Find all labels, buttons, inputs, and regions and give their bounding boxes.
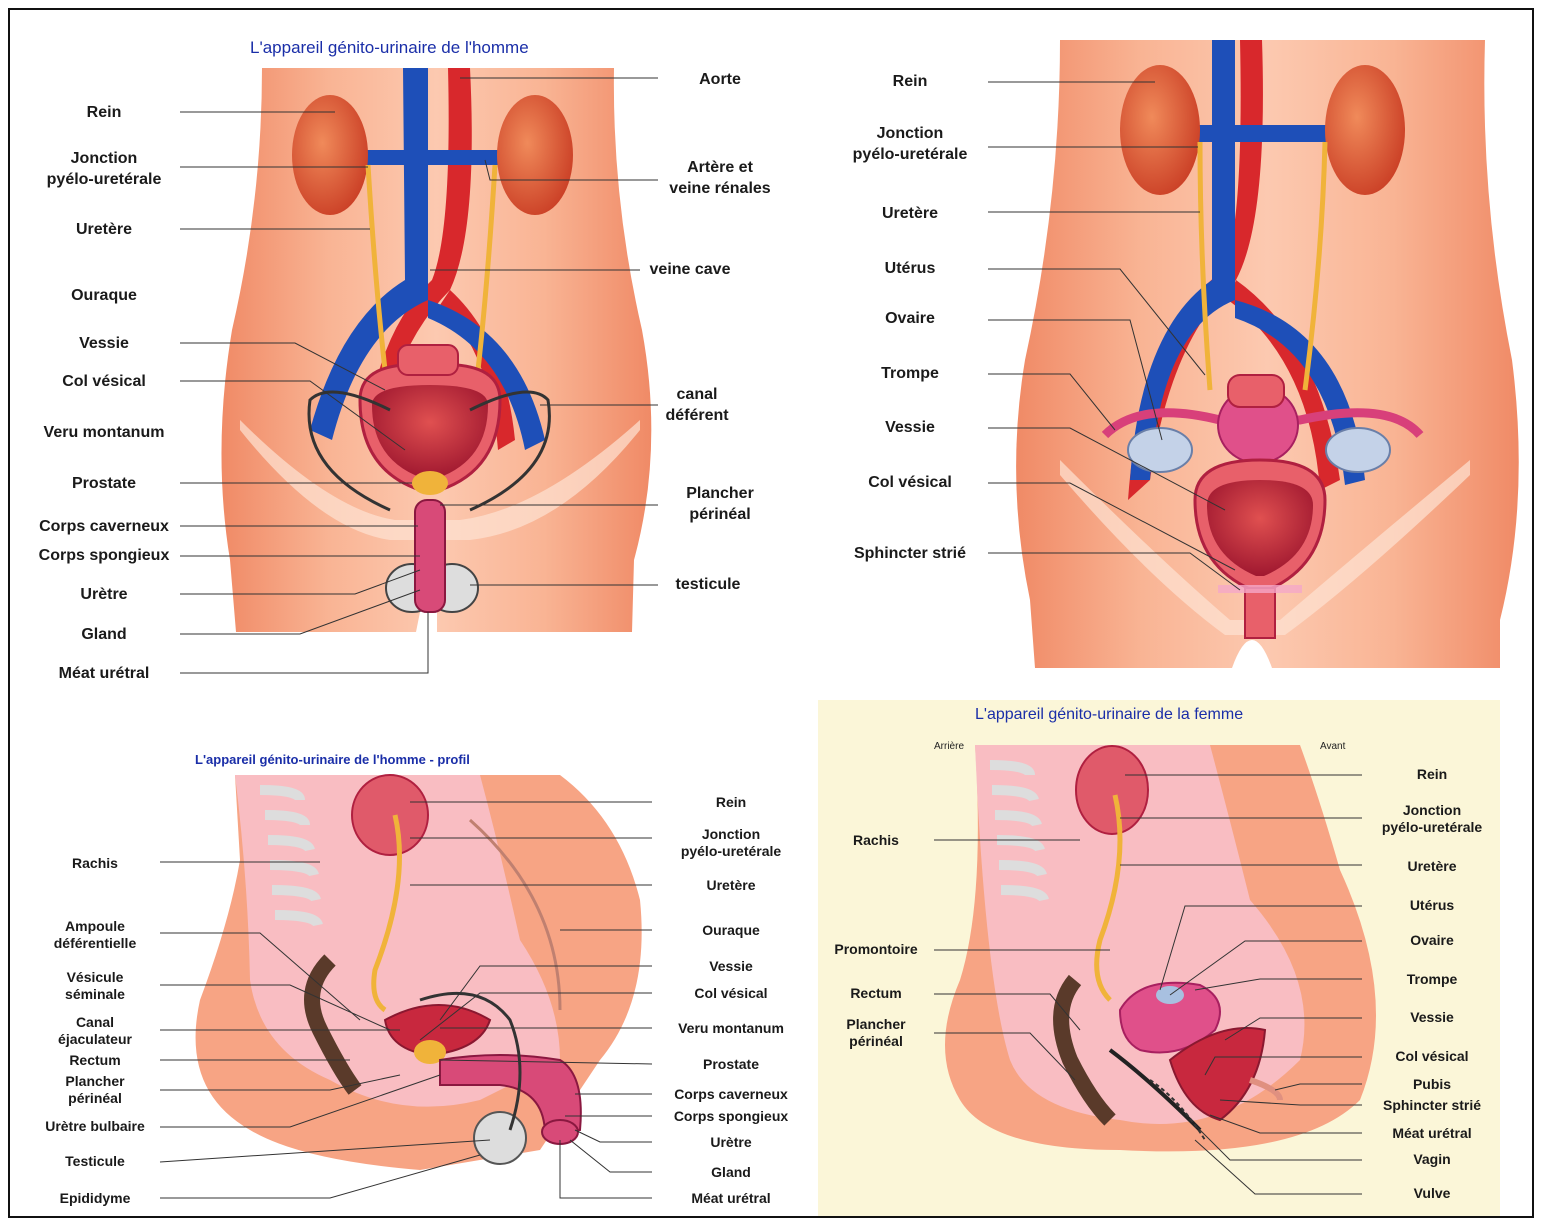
label-fp-uretere: Uretère [1407, 858, 1456, 875]
label-rein: Rein [87, 102, 122, 123]
label-uretere: Uretère [76, 219, 132, 240]
male-front-illustration [221, 68, 651, 632]
label-testicule: testicule [676, 574, 741, 595]
label-fp-rein: Rein [1417, 766, 1447, 783]
label-vessie: Vessie [79, 333, 129, 354]
label-p-veru-montanum: Veru montanum [678, 1020, 784, 1037]
label-fp-sphincter: Sphincter strié [1383, 1097, 1481, 1114]
label-p-gland: Gland [711, 1164, 751, 1181]
label-f-trompe: Trompe [881, 363, 939, 384]
label-f-jonction: Jonction pyélo-uretérale [853, 123, 968, 165]
label-fp-uterus: Utérus [1410, 897, 1454, 914]
label-p-plancher: Plancher périnéal [65, 1073, 124, 1107]
label-fp-vagin: Vagin [1413, 1151, 1450, 1168]
label-f-ovaire: Ovaire [885, 308, 935, 329]
label-meat-uretral: Méat urétral [59, 663, 150, 684]
label-fp-col-vesical: Col vésical [1395, 1048, 1468, 1065]
label-prostate: Prostate [72, 473, 136, 494]
label-p-rein: Rein [716, 794, 746, 811]
label-p-epididyme: Epididyme [60, 1190, 131, 1207]
label-fp-meat: Méat urétral [1392, 1125, 1471, 1142]
label-col-vesical: Col vésical [62, 371, 146, 392]
label-p-jonction: Jonction pyélo-uretérale [681, 826, 781, 860]
label-p-testicule: Testicule [65, 1153, 125, 1170]
label-p-corps-caverneux: Corps caverneux [674, 1086, 788, 1103]
label-f-vessie: Vessie [885, 417, 935, 438]
male-front-title: L'appareil génito-urinaire de l'homme [250, 38, 529, 58]
label-fp-rectum: Rectum [850, 985, 901, 1002]
label-veru-montanum: Veru montanum [44, 422, 165, 443]
label-fp-jonction: Jonction pyélo-uretérale [1382, 802, 1482, 836]
label-p-ampoule: Ampoule déférentielle [54, 918, 136, 952]
label-corps-spongieux: Corps spongieux [39, 545, 170, 566]
label-f-uretere: Uretère [882, 203, 938, 224]
avant-label: Avant [1320, 741, 1345, 752]
female-profile-illustration [945, 745, 1376, 1151]
label-veine-cave: veine cave [650, 259, 731, 280]
label-f-uterus: Utérus [885, 258, 936, 279]
label-plancher-perineal: Plancher périnéal [686, 483, 754, 525]
label-aorte: Aorte [699, 69, 741, 90]
label-p-vesicule: Vésicule séminale [65, 969, 125, 1003]
label-canal-deferent: canal déférent [665, 384, 728, 426]
label-fp-vulve: Vulve [1414, 1185, 1451, 1202]
label-fp-plancher: Plancher périnéal [846, 1016, 905, 1050]
label-f-col-vesical: Col vésical [868, 472, 952, 493]
label-f-sphincter: Sphincter strié [854, 543, 966, 564]
label-p-meat: Méat urétral [691, 1190, 770, 1207]
label-ouraque: Ouraque [71, 285, 137, 306]
label-p-corps-spongieux: Corps spongieux [674, 1108, 788, 1125]
label-fp-promontoire: Promontoire [834, 941, 917, 958]
label-p-col-vesical: Col vésical [694, 985, 767, 1002]
label-corps-caverneux: Corps caverneux [39, 516, 169, 537]
arriere-label: Arrière [934, 741, 964, 752]
label-p-rachis: Rachis [72, 855, 118, 872]
label-fp-ovaire: Ovaire [1410, 932, 1454, 949]
label-p-uretere: Uretère [706, 877, 755, 894]
label-fp-vessie: Vessie [1410, 1009, 1454, 1026]
label-p-uretre-bulbaire: Urètre bulbaire [45, 1118, 145, 1135]
label-p-vessie: Vessie [709, 958, 753, 975]
label-jonction: Jonction pyélo-uretérale [47, 148, 162, 190]
male-profile-title: L'appareil génito-urinaire de l'homme - … [195, 752, 470, 767]
label-artere-veine: Artère et veine rénales [669, 157, 770, 199]
label-gland: Gland [81, 624, 126, 645]
label-p-ouraque: Ouraque [702, 922, 760, 939]
label-f-rein: Rein [893, 71, 928, 92]
label-fp-rachis: Rachis [853, 832, 899, 849]
label-uretre: Urètre [80, 584, 127, 605]
label-fp-pubis: Pubis [1413, 1076, 1451, 1093]
male-profile-illustration [196, 775, 642, 1170]
label-p-prostate: Prostate [703, 1056, 759, 1073]
female-front-illustration [1016, 40, 1519, 668]
label-p-uretre: Urètre [710, 1134, 751, 1151]
label-p-rectum: Rectum [69, 1052, 120, 1069]
female-profile-title: L'appareil génito-urinaire de la femme [975, 706, 1243, 724]
label-fp-trompe: Trompe [1407, 971, 1458, 988]
label-p-canal-ejaculateur: Canal éjaculateur [58, 1014, 132, 1048]
